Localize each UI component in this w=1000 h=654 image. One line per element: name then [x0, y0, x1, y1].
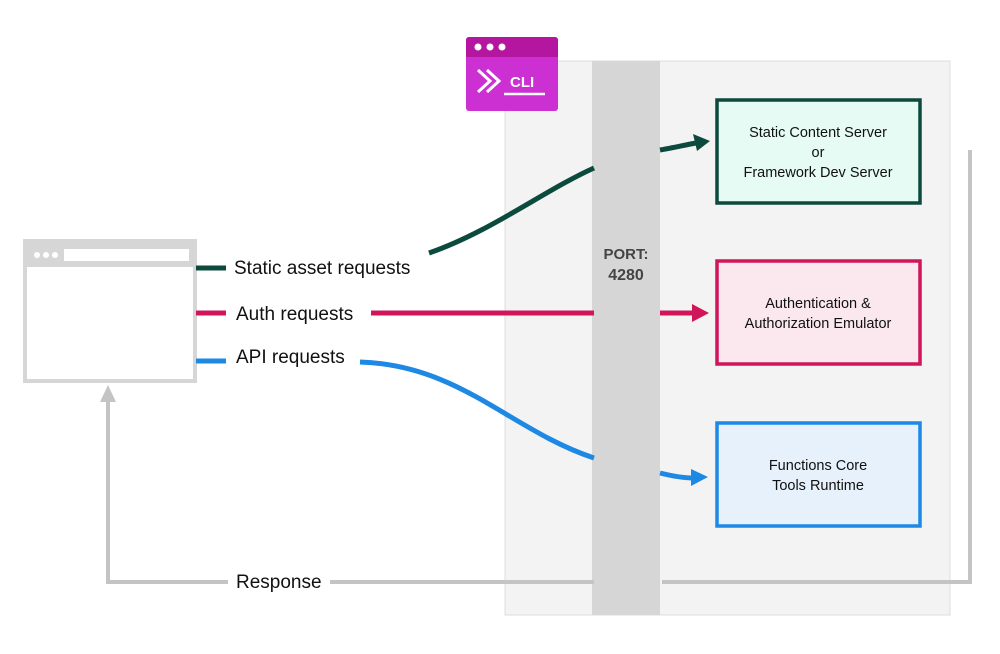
- static-request-arrow-line: [659, 140, 697, 153]
- cli-icon: CLI: [466, 37, 558, 111]
- response-return-line: [662, 150, 972, 584]
- api-requests-label: API requests: [236, 347, 345, 368]
- static-content-server-box: Static Content Server or Framework Dev S…: [715, 98, 922, 205]
- static-server-line2: or: [812, 145, 825, 161]
- auth-arrowhead-icon: [692, 304, 709, 322]
- static-arrowhead-icon: [693, 134, 710, 151]
- static-server-line3: Framework Dev Server: [743, 165, 892, 181]
- auth-emulator-line1: Authentication &: [765, 296, 871, 312]
- port-column: [592, 61, 660, 615]
- functions-runtime-box: Functions Core Tools Runtime: [715, 421, 922, 528]
- functions-runtime-line1: Functions Core: [769, 458, 867, 474]
- static-requests-label: Static asset requests: [234, 258, 410, 279]
- window-dot-icon: [474, 43, 482, 51]
- cli-chevrons-icon: [476, 68, 502, 94]
- window-dot-icon: [498, 43, 506, 51]
- port-number: 4280: [608, 267, 644, 284]
- response-label: Response: [236, 572, 322, 593]
- api-arrowhead-icon: [691, 469, 708, 486]
- response-arrowhead-icon: [100, 385, 116, 402]
- static-server-line1: Static Content Server: [749, 125, 887, 141]
- auth-requests-label: Auth requests: [236, 304, 353, 325]
- cli-label: CLI: [510, 74, 534, 91]
- api-request-curve: [359, 359, 595, 461]
- browser-window-icon: [23, 239, 197, 383]
- functions-runtime-line2: Tools Runtime: [772, 478, 864, 494]
- response-line-left: [106, 400, 228, 584]
- browser-address-bar: [64, 249, 189, 261]
- auth-emulator-line2: Authorization Emulator: [745, 316, 892, 332]
- auth-emulator-box: Authentication & Authorization Emulator: [715, 259, 922, 366]
- window-dot-icon: [486, 43, 494, 51]
- static-request-curve: [428, 165, 596, 256]
- port-label: PORT:: [604, 246, 649, 263]
